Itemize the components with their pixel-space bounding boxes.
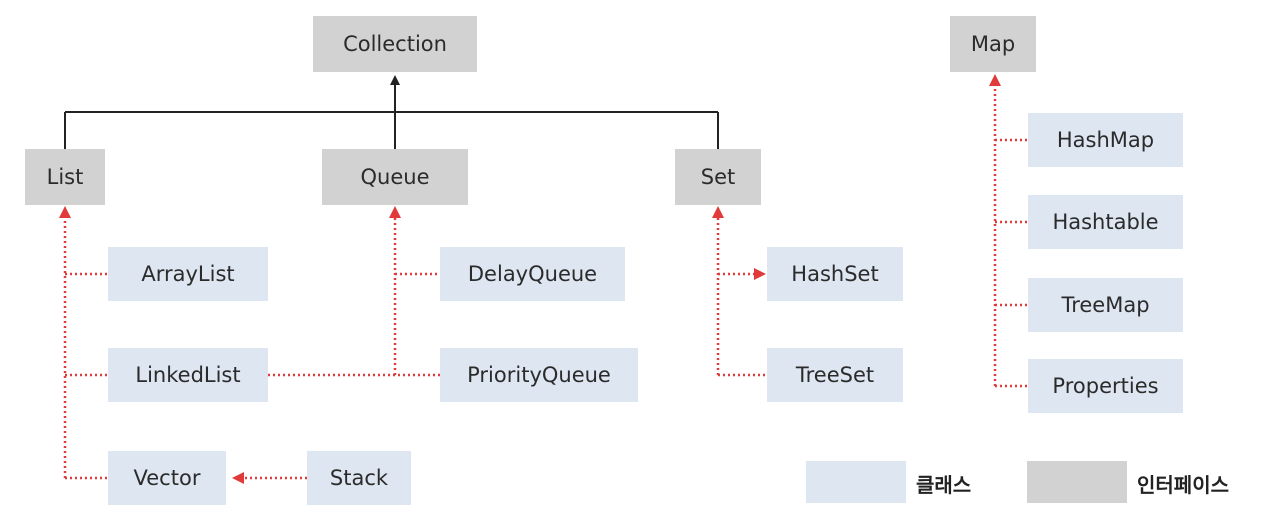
arraylist-class: ArrayList bbox=[108, 247, 268, 301]
treemap-class: TreeMap bbox=[1028, 278, 1183, 332]
queue-interface: Queue bbox=[322, 149, 468, 205]
legend-interface-label: 인터페이스 bbox=[1137, 473, 1229, 497]
linkedlist-class: LinkedList bbox=[108, 348, 268, 402]
map-interface: Map bbox=[950, 16, 1036, 72]
set-interface: Set bbox=[675, 149, 761, 205]
priorityqueue-class: PriorityQueue bbox=[440, 348, 638, 402]
delayqueue-class: DelayQueue bbox=[440, 247, 625, 301]
hashtable-class: Hashtable bbox=[1028, 195, 1183, 249]
list-interface: List bbox=[25, 149, 105, 205]
legend-interface-swatch bbox=[1027, 461, 1127, 503]
hashmap-class: HashMap bbox=[1028, 113, 1183, 167]
legend-class-swatch bbox=[806, 461, 906, 503]
hashset-class: HashSet bbox=[767, 247, 903, 301]
vector-class: Vector bbox=[108, 451, 226, 505]
treeset-class: TreeSet bbox=[767, 348, 903, 402]
stack-class: Stack bbox=[307, 451, 411, 505]
properties-class: Properties bbox=[1028, 359, 1183, 413]
collection-extends-lines bbox=[64, 75, 719, 149]
collection-interface: Collection bbox=[313, 16, 477, 72]
legend-class-label: 클래스 bbox=[916, 473, 972, 497]
